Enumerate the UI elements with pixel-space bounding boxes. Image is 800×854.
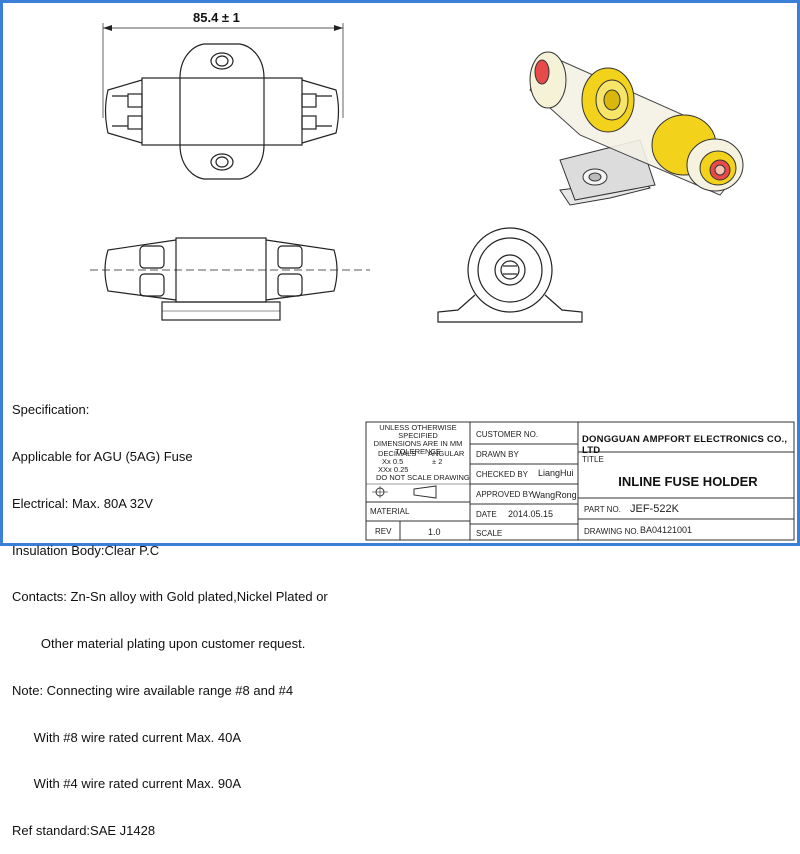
checked-by-value: LiangHui	[538, 468, 574, 478]
technical-drawing	[90, 23, 795, 541]
tolerance-line: UNLESS OTHERWISE SPECIFIED	[379, 423, 457, 440]
decimals-label: DECIMALS	[378, 449, 417, 458]
drawn-by-label: DRAWN BY	[476, 450, 519, 459]
side-view	[437, 227, 583, 323]
spec-line: Contacts: Zn-Sn alloy with Gold plated,N…	[12, 589, 328, 605]
no-scale-note: DO NOT SCALE DRAWING	[376, 473, 470, 482]
material-label: MATERIAL	[370, 507, 410, 516]
checked-by-label: CHECKED BY	[476, 470, 529, 479]
spec-line: Applicable for AGU (5AG) Fuse	[12, 448, 193, 464]
angular-tolerance: ± 2	[432, 457, 443, 466]
top-view	[102, 23, 344, 180]
title-label: TITLE	[582, 455, 604, 464]
spec-line: Other material plating upon customer req…	[12, 636, 306, 652]
rev-label: REV	[375, 527, 392, 536]
spec-line: Specification:	[12, 402, 90, 418]
tolerance-line: TOLERENCE	[395, 447, 441, 456]
x-tolerance: Xx 0.5	[382, 457, 404, 466]
tolerance-line: DIMENSIONS ARE IN MM	[373, 439, 463, 448]
company-name: DONGGUAN AMPFORT ELECTRONICS CO., LTD	[582, 434, 788, 456]
spec-line: Ref standard:SAE J1428	[12, 823, 156, 839]
date-value: 2014.05.15	[508, 509, 554, 519]
part-no-value: JEF-522K	[630, 503, 679, 515]
spec-line: With #8 wire rated current Max. 40A	[12, 729, 242, 745]
rev-value: 1.0	[428, 527, 441, 537]
spec-line: Electrical: Max. 80A 32V	[12, 495, 153, 511]
part-no-label: PART NO.	[584, 505, 621, 514]
drawing-frame	[0, 0, 800, 546]
drawing-title: INLINE FUSE HOLDER	[618, 474, 758, 489]
tolerance-header: UNLESS OTHERWISE SPECIFIED DIMENSIONS AR…	[370, 424, 466, 456]
scale-label: SCALE	[476, 529, 503, 538]
approved-by-label: APPROVED BY	[476, 490, 534, 499]
spec-line: Note: Connecting wire available range #8…	[12, 682, 294, 698]
front-view	[90, 237, 370, 321]
xx-tolerance: XXx 0.25	[378, 465, 409, 474]
overall-length-dimension: 85.4 ± 1	[193, 10, 240, 25]
specification-text: Specification: Applicable for AGU (5AG) …	[12, 371, 328, 854]
approved-by-value: WangRong	[532, 490, 577, 500]
customer-no-label: CUSTOMER NO.	[476, 430, 539, 439]
product-render	[529, 51, 744, 206]
date-label: DATE	[476, 510, 497, 519]
drawing-no-value: BA04121001	[640, 525, 693, 535]
spec-line: Insulation Body:Clear P.C	[12, 542, 160, 558]
drawing-no-label: DRAWING NO.	[584, 527, 639, 536]
spec-line: With #4 wire rated current Max. 90A	[12, 776, 242, 792]
angular-label: ANGULAR	[428, 449, 465, 458]
title-block-lines	[365, 421, 795, 541]
